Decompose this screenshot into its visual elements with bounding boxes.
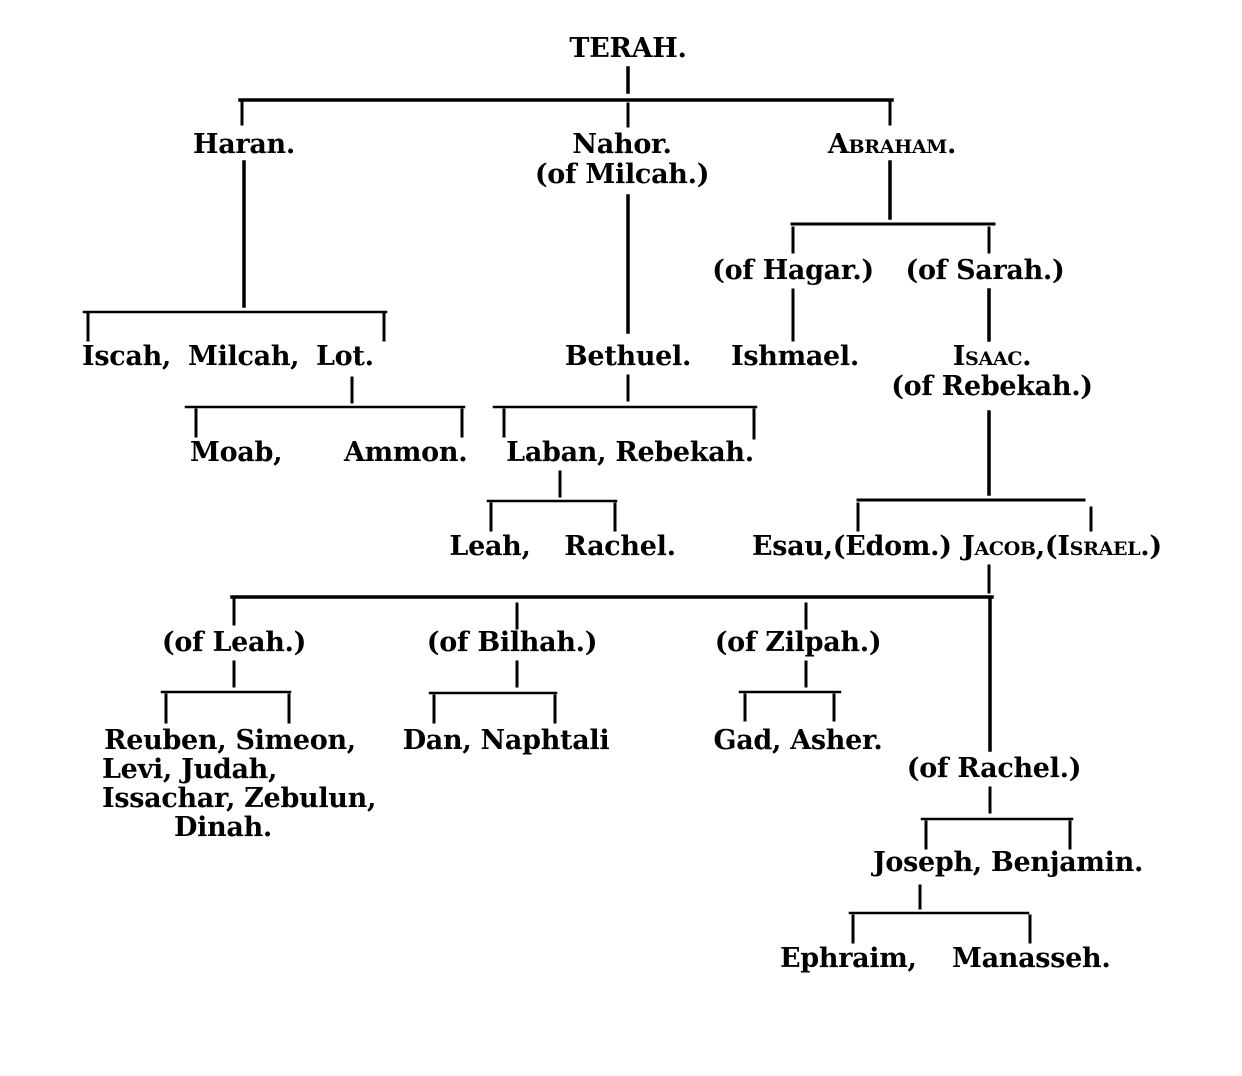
node-leah-sons-3: Issachar, Zebulun, [102,783,377,814]
node-bethuel: Bethuel. [564,341,692,372]
node-rachel: Rachel. [564,531,676,562]
node-of-zilpah: (of Zilpah.) [714,627,882,658]
node-terah: TERAH. [569,33,687,64]
node-moab: Moab, [190,437,283,468]
node-dan-naphtali: Dan, Naphtali [402,725,610,756]
node-gad-asher: Gad, Asher. [713,725,883,756]
node-ishmael: Ishmael. [731,341,859,372]
node-leah-sons-4: Dinah. [174,812,273,843]
node-nahor: Nahor. [572,129,672,160]
node-of-leah: (of Leah.) [161,627,307,658]
node-milcah: Milcah, [188,341,300,372]
node-manasseh: Manasseh. [952,943,1111,974]
node-of-bilhah: (of Bilhah.) [426,627,598,658]
node-of-rachel: (of Rachel.) [906,753,1082,784]
node-leah-sons-1: Reuben, Simeon, [104,725,356,756]
node-jacob: Jacob,(Israel.) [962,531,1162,562]
node-isaac: Isaac. [952,341,1032,372]
node-leah: Leah, [449,531,531,562]
node-of-rebekah: (of Rebekah.) [891,371,1093,402]
node-of-milcah: (of Milcah.) [534,159,710,190]
node-haran: Haran. [193,129,295,160]
node-laban-rebekah: Laban, Rebekah. [506,437,754,468]
node-ammon: Ammon. [344,437,468,468]
node-leah-sons-2: Levi, Judah, [102,754,278,785]
node-of-hagar: (of Hagar.) [712,255,874,286]
node-of-sarah: (of Sarah.) [905,255,1065,286]
node-lot: Lot. [316,341,374,372]
node-esau: Esau,(Edom.) [752,531,952,562]
node-iscah: Iscah, [82,341,171,372]
node-ephraim: Ephraim, [780,943,917,974]
node-joseph-benjamin: Joseph, Benjamin. [872,847,1144,878]
node-abraham: Abraham. [827,129,957,160]
